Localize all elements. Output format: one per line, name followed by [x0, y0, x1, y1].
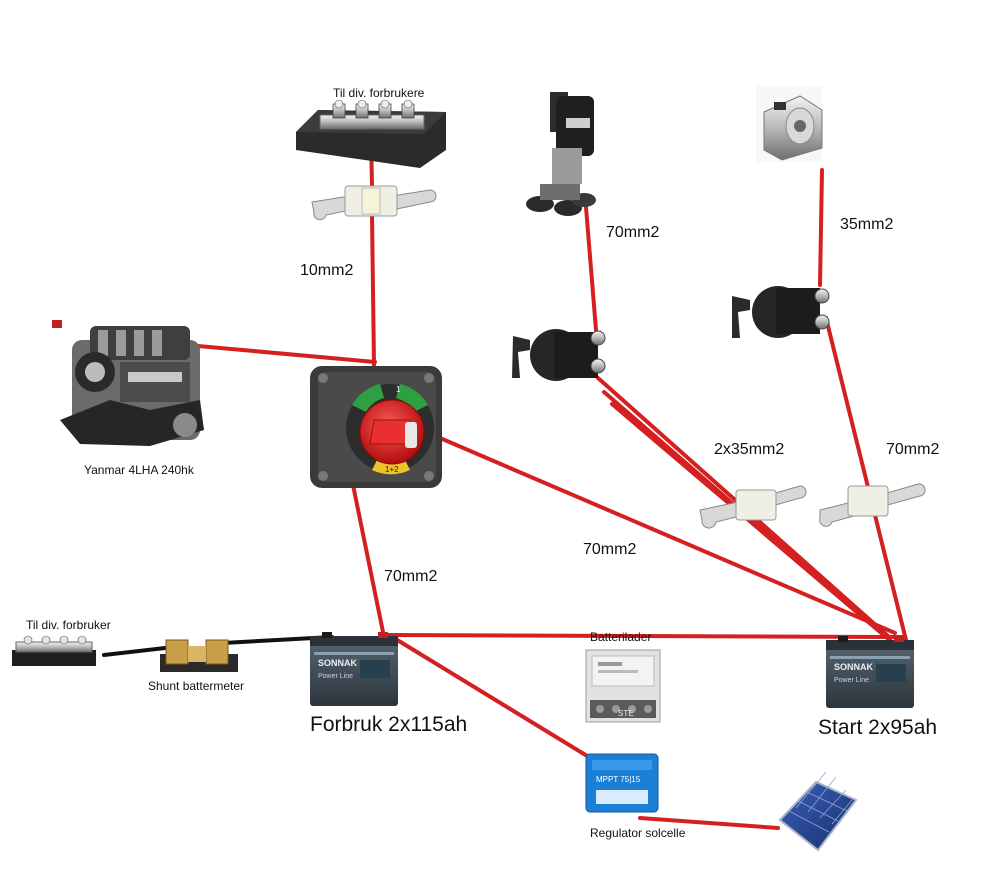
regulator-model: MPPT 75|15 — [596, 775, 641, 784]
start-battery-icon: SONNAK Power Line — [826, 636, 914, 708]
label-shunt: Shunt battermeter — [148, 679, 245, 693]
start-battery-brand: SONNAK — [834, 662, 874, 672]
solar-panel-icon — [778, 771, 858, 852]
wire-thruster-switch-to-start-c — [610, 402, 895, 645]
wire-house-battery-to-regulator — [392, 636, 599, 764]
windlass-icon — [756, 86, 823, 162]
battery-switch-icon: 1 1+2 — [310, 366, 442, 488]
wire-fuse-to-switch — [370, 213, 376, 367]
busbar-left-icon — [12, 635, 96, 666]
cable-2x35: 2x35mm2 — [714, 441, 785, 458]
label-consumers-top: Til div. forbrukere — [333, 86, 425, 100]
regulator-icon: MPPT 75|15 — [585, 753, 659, 813]
busbar-top — [296, 99, 446, 168]
cable-10mm2: 10mm2 — [300, 262, 354, 279]
thruster-breaker-icon — [512, 329, 606, 381]
windlass-breaker-icon — [732, 286, 830, 338]
label-start-battery: Start 2x95ah — [818, 716, 938, 739]
fuse-70-start-icon — [819, 483, 926, 527]
label-consumer-left: Til div. forbruker — [26, 618, 111, 632]
wire-switch-to-house-battery — [350, 478, 385, 634]
switch-pos1-text: 1 — [396, 385, 401, 394]
wire-house-to-start-battery — [386, 633, 907, 639]
house-battery-sub: Power Line — [318, 673, 353, 680]
label-charger: Batterilader — [590, 630, 652, 644]
wire-engine-to-switch — [196, 344, 377, 364]
cable-35-windlass: 35mm2 — [840, 216, 894, 233]
wire-thruster-to-switch — [583, 193, 598, 332]
start-battery-sub: Power Line — [834, 677, 869, 684]
cable-70-house: 70mm2 — [384, 568, 438, 585]
house-battery-brand: SONNAK — [318, 658, 358, 668]
fuse-top — [311, 185, 437, 221]
house-battery-icon: SONNAK Power Line — [310, 632, 398, 706]
switch-pos2-text: 1+2 — [385, 465, 399, 474]
cable-70-start: 70mm2 — [886, 441, 940, 458]
wire-regulator-to-solar — [638, 816, 780, 830]
engine-icon — [52, 320, 204, 446]
cable-70-diag: 70mm2 — [583, 541, 637, 558]
fuse-2x35-icon — [699, 485, 807, 529]
charger-brand: STE — [618, 709, 634, 718]
wire-windlass-to-switch — [818, 168, 824, 287]
wire-windlass-switch-to-start — [824, 316, 908, 642]
label-regulator: Regulator solcelle — [590, 826, 686, 840]
label-engine: Yanmar 4LHA 240hk — [84, 463, 194, 477]
bow-thruster-icon — [526, 92, 596, 216]
charger-icon: STE — [585, 649, 661, 723]
cable-70-thruster: 70mm2 — [606, 224, 660, 241]
wire-switch-to-start-battery — [438, 436, 897, 635]
label-house-battery: Forbruk 2x115ah — [310, 713, 468, 736]
wire-busbar-to-shunt — [102, 646, 167, 657]
shunt-icon — [160, 639, 238, 672]
wires — [196, 136, 908, 830]
